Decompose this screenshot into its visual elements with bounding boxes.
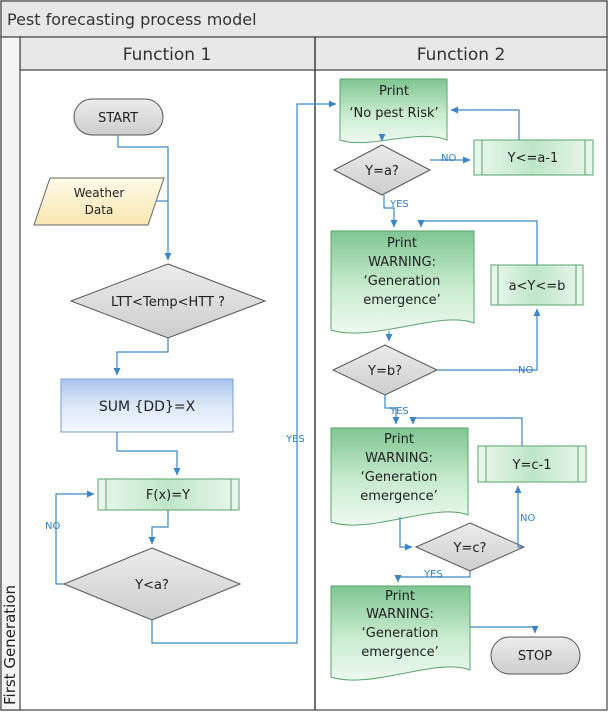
warning-2-label-1: Print — [384, 432, 414, 447]
lane-header-function-2: Function 2 — [417, 45, 506, 65]
y-eq-b-label: Y=b? — [367, 364, 402, 379]
y-c1-label: Y=c-1 — [512, 458, 552, 473]
flow-fx-to-ylta — [148, 510, 169, 545]
edge-label-yeqb-no: NO — [518, 365, 533, 376]
flow-aYb-to-warning1 — [417, 220, 538, 265]
warning-2-label-3: ‘Generation — [361, 470, 438, 485]
stop-terminator — [490, 636, 581, 675]
edge-label-yeqc-yes: YES — [423, 569, 443, 580]
warning-2-document — [330, 427, 469, 526]
warning-3-document — [330, 585, 471, 681]
warning-3-label-3: ‘Generation — [362, 626, 439, 641]
fx-process — [97, 478, 240, 511]
lane-header-row — [19, 36, 608, 71]
lane-header-function-1: Function 1 — [123, 45, 212, 65]
warning-2-label-4: emergence’ — [360, 489, 438, 504]
flow-yeqb-yes — [384, 395, 400, 425]
flow-yeqb-no — [437, 308, 541, 371]
y-lt-a-label: Y<a? — [134, 578, 169, 593]
flow-yeqc-yes — [394, 571, 471, 583]
flow-yc1-to-warning2 — [409, 417, 523, 446]
flow-ylta-no-loop — [55, 490, 95, 585]
y-eq-a-decision — [332, 144, 432, 196]
flow-sum-to-fx — [116, 432, 181, 476]
flow-warning2-to-yeqc — [399, 517, 413, 551]
warning-3-label-2: WARNING: — [366, 607, 434, 622]
edge-label-yeqa-no: NO — [441, 153, 456, 164]
sum-dd-process — [60, 378, 234, 433]
y-eq-a-label: Y=a? — [364, 164, 399, 179]
y-le-a1-label: Y<=a-1 — [507, 151, 559, 166]
edge-label-yeqc-no: NO — [520, 513, 535, 524]
start-label: START — [98, 111, 138, 126]
warning-1-label-3: ‘Generation — [364, 274, 441, 289]
flow-start-to-temp — [117, 135, 172, 261]
row-label-first-generation: First Generation — [1, 585, 19, 705]
weather-data-parallelogram — [33, 177, 165, 226]
a-y-b-process — [490, 264, 584, 306]
warning-1-label-1: Print — [387, 236, 417, 251]
print-no-risk-document — [339, 78, 448, 144]
diagram-title: Pest forecasting process model — [7, 10, 257, 29]
y-c1-process — [477, 445, 587, 483]
warning-2-label-2: WARNING: — [365, 451, 433, 466]
edge-label-yeqa-yes: YES — [389, 199, 409, 210]
flow-warning3-to-stop — [470, 626, 539, 634]
print-no-risk-label-1: Print — [379, 84, 409, 99]
edge-label-ylta-yes: YES — [285, 434, 305, 445]
stop-label: STOP — [518, 649, 552, 664]
flow-yeqa-yes — [383, 195, 398, 228]
temp-range-label: LTT<Temp<HTT ? — [111, 295, 225, 310]
warning-1-document — [330, 230, 475, 334]
sum-dd-label: SUM {DD}=X — [99, 399, 196, 415]
flow-yle-a1-back — [450, 106, 520, 140]
flow-temp-to-sum — [113, 338, 169, 376]
warning-3-label-4: emergence’ — [361, 645, 439, 660]
a-y-b-label: a<Y<=b — [509, 279, 566, 294]
weather-data-label-1: Weather — [74, 186, 125, 200]
warning-3-label-1: Print — [385, 589, 415, 604]
title-bar — [0, 0, 608, 38]
y-le-a1-process — [473, 139, 594, 176]
warning-1-label-2: WARNING: — [368, 255, 436, 270]
y-eq-c-label: Y=c? — [453, 541, 487, 556]
row-label-strip — [0, 36, 21, 711]
print-no-risk-label-2: ‘No pest Risk’ — [349, 106, 438, 121]
weather-data-label-2: Data — [85, 203, 114, 217]
edge-label-yeqb-yes: YES — [389, 406, 409, 417]
warning-1-label-4: emergence’ — [363, 293, 441, 308]
fx-label: F(x)=Y — [146, 488, 190, 503]
flow-yeqc-no — [514, 485, 524, 548]
flow-ylta-yes — [151, 100, 337, 644]
edge-label-ylta-no: NO — [45, 521, 60, 532]
